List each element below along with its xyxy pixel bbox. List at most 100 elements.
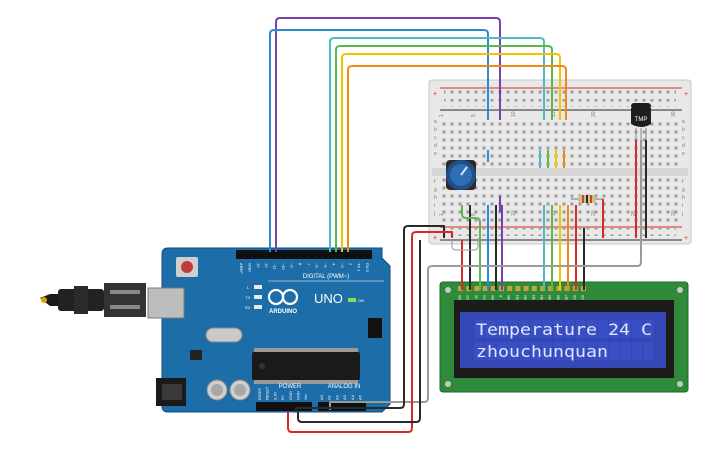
breadboard-row-label: c xyxy=(682,135,685,141)
breadboard-column-label: 5 xyxy=(471,213,477,216)
analog-pin-label: A2 xyxy=(334,394,339,400)
svg-text:+: + xyxy=(684,235,688,242)
breadboard-column-label: 15 xyxy=(551,111,557,117)
status-leds: L TX RX ON xyxy=(245,285,364,310)
analog-pin-label: A0 xyxy=(319,394,324,400)
lcd-pin[interactable] xyxy=(531,286,537,291)
breadboard-row-label: f xyxy=(682,179,684,185)
lcd-char-cell xyxy=(587,342,597,360)
lcd-char-cell xyxy=(609,320,620,338)
lcd-pin[interactable] xyxy=(523,286,529,291)
breadboard-column-label: 10 xyxy=(511,210,517,216)
lcd-pin-label: DB7 xyxy=(565,295,569,301)
svg-text:+: + xyxy=(433,235,437,242)
lcd-pin[interactable] xyxy=(490,286,496,291)
led-label-l: L xyxy=(247,285,250,290)
lcd-char-cell xyxy=(609,342,620,360)
digital-pin-label: 4 xyxy=(331,263,336,266)
lcd-char-cell xyxy=(519,342,530,360)
lcd-pin-label: VCC xyxy=(466,294,470,301)
lcd-char-cell xyxy=(575,342,586,360)
digital-pin-label: ~6 xyxy=(315,263,320,268)
brand-name: ARDUINO xyxy=(269,309,297,315)
breadboard-column-label: 30 xyxy=(671,111,677,117)
svg-text:+: + xyxy=(684,91,688,98)
wire-green-d4 xyxy=(335,45,553,252)
lcd-char-cell xyxy=(541,320,552,338)
power-pin-label: Vin xyxy=(303,394,308,400)
lcd-char-cell xyxy=(485,342,496,360)
lcd-char-cell xyxy=(643,320,654,338)
lcd-pin[interactable] xyxy=(556,286,562,291)
lcd-pin-label: DB6 xyxy=(556,295,560,301)
digital-pin-label: ~11 xyxy=(273,263,278,270)
wire-orange-d2 xyxy=(347,65,567,252)
digital-pin-label: 8 xyxy=(298,263,303,266)
lcd-char-cell xyxy=(632,342,643,360)
breadboard-row-label: i xyxy=(434,203,435,209)
analog-pin-label: A5 xyxy=(358,394,363,400)
power-pin-label: GND xyxy=(288,391,293,400)
lcd-pin[interactable] xyxy=(515,286,521,291)
lcd-char-cell xyxy=(519,320,530,338)
lcd-char-cell xyxy=(553,342,564,360)
breadboard-row-label: g xyxy=(434,187,437,193)
digital-pin-label: RX 0 xyxy=(365,263,370,273)
svg-text:+: + xyxy=(433,91,437,98)
lcd-pin[interactable] xyxy=(458,286,463,291)
lcd-pin-label: GND xyxy=(458,294,462,302)
temperature-sensor[interactable]: TMP xyxy=(631,103,651,140)
digital-pin-label: 13 xyxy=(256,263,261,268)
lcd-screen: Temperature 24 C zhouchunquan xyxy=(460,312,666,368)
wire-teal-d5 xyxy=(329,37,545,252)
lcd-char-cell xyxy=(620,320,631,338)
lcd-pin[interactable] xyxy=(466,286,472,291)
power-pin-label: RESET xyxy=(265,386,270,400)
potentiometer[interactable] xyxy=(446,160,476,190)
lcd-char-cell xyxy=(530,342,541,360)
breadboard-row-label: d xyxy=(434,143,437,149)
lcd-pin[interactable] xyxy=(540,286,545,291)
breadboard-row-label: d xyxy=(682,143,685,149)
digital-pin-label: 7 xyxy=(306,263,311,266)
lcd-char-cell xyxy=(620,342,631,360)
digital-pin-label: ~3 xyxy=(340,263,345,268)
lcd-char-cell xyxy=(541,342,552,360)
digital-pin-label: AREF xyxy=(239,263,244,274)
lcd-pin[interactable] xyxy=(474,286,480,291)
analog-pin-label: A4 xyxy=(350,394,355,400)
breadboard-column-label: 20 xyxy=(591,210,597,216)
lcd-char-cell xyxy=(553,320,564,338)
lcd-char-cell xyxy=(496,320,507,338)
lcd-char-cell xyxy=(496,342,507,360)
lcd-pin-label: RS xyxy=(483,295,487,299)
on-led-label: ON xyxy=(358,298,364,303)
lcd-char-cell xyxy=(485,320,496,338)
lcd-char-cell xyxy=(507,320,518,338)
power-pin-label: IOREF xyxy=(257,387,262,400)
lcd-pin-label: DB4 xyxy=(540,295,544,301)
model-name: UNO xyxy=(314,291,343,306)
lcd-pin[interactable] xyxy=(482,286,488,291)
lcd-pin[interactable] xyxy=(507,286,513,291)
breadboard-row-label: a xyxy=(682,119,685,125)
lcd-line-2: zhouchunquan xyxy=(476,342,608,361)
lcd-pin-label: DB2 xyxy=(524,295,528,301)
power-pin-label: 3.3V xyxy=(272,391,277,400)
digital-pin-label: GND xyxy=(247,263,252,272)
digital-pin-label: 12 xyxy=(264,263,269,268)
lcd-pin-label: E xyxy=(499,295,503,297)
breadboard-column-label: 5 xyxy=(471,114,477,117)
resistor[interactable] xyxy=(571,195,603,203)
breadboard-row-label: a xyxy=(434,119,437,125)
lcd-char-cell xyxy=(474,320,484,338)
breadboard-row-label: j xyxy=(433,211,435,217)
lcd-pin-label: V0 xyxy=(474,295,478,299)
lcd-pin[interactable] xyxy=(548,286,554,291)
breadboard-row-label: h xyxy=(434,195,437,201)
breadboard-row-label: c xyxy=(434,135,437,141)
lcd-pin-label: RW xyxy=(491,295,495,300)
